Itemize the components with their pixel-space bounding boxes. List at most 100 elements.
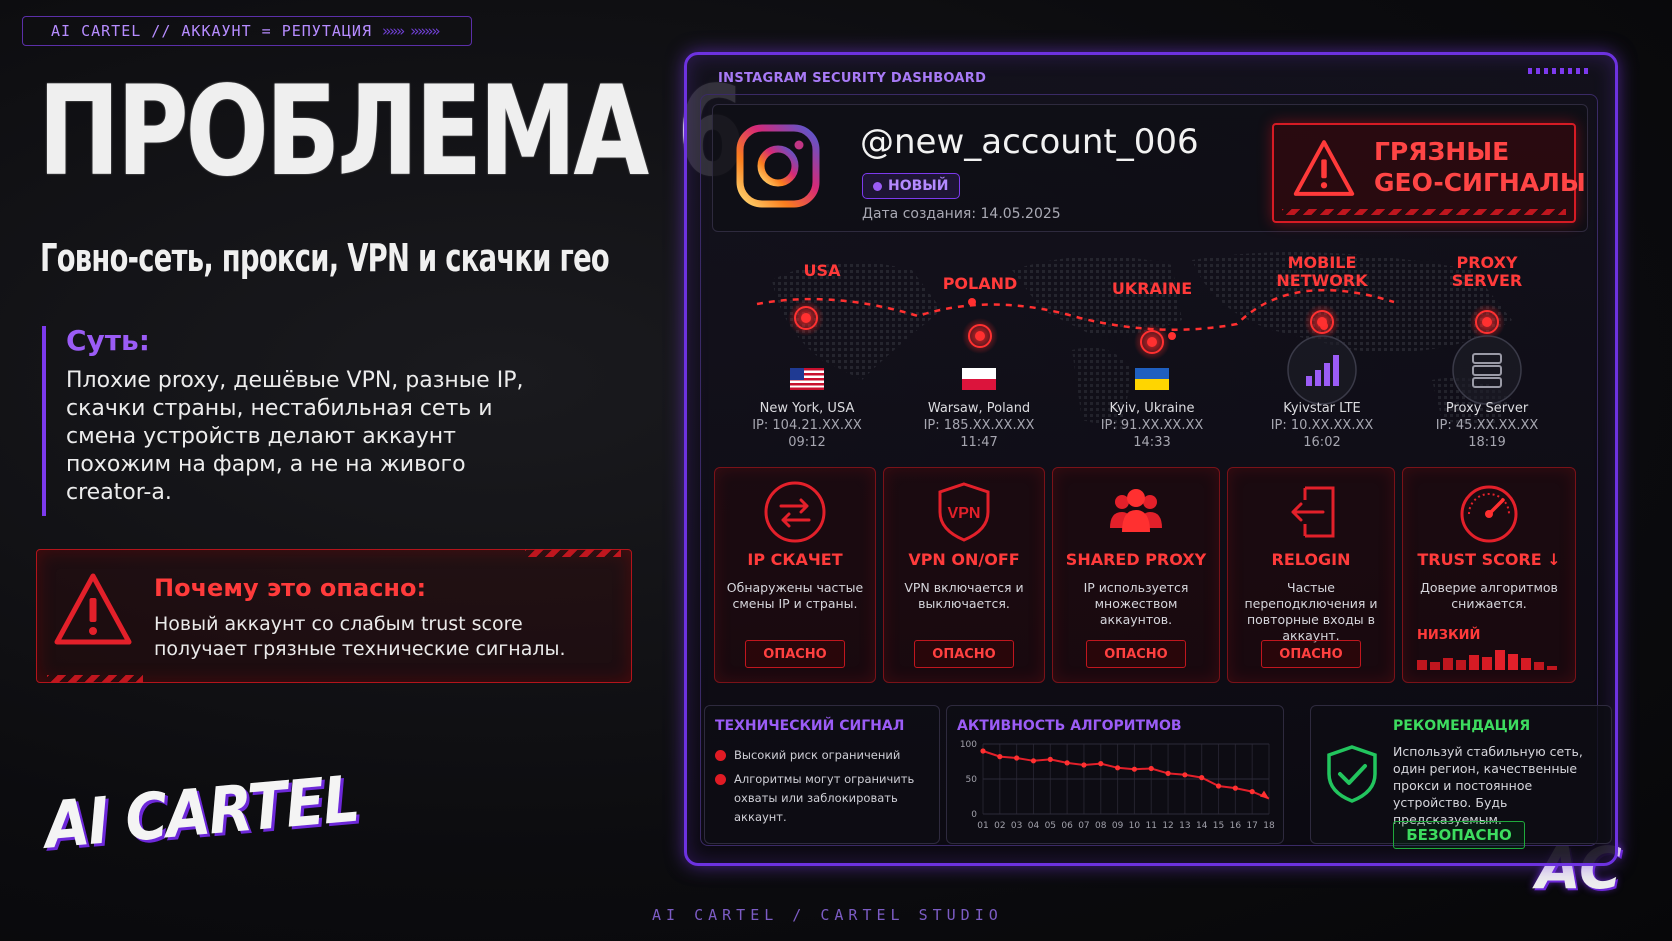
trust-level-label: НИЗКИЙ	[1417, 628, 1481, 643]
target-marker-icon	[1469, 304, 1505, 340]
card-description: Обнаружены частые смены IP и страны.	[726, 580, 864, 611]
x-tick-label: 01	[977, 821, 988, 831]
danger-button[interactable]: ОПАСНО	[745, 640, 845, 668]
node-label: POLAND	[942, 274, 1018, 293]
target-marker-icon	[1304, 304, 1340, 340]
danger-callout	[36, 549, 632, 683]
tagline-text: AI CARTEL // АККАУНТ = РЕПУТАЦИЯ	[51, 22, 372, 40]
data-point	[1114, 765, 1121, 771]
route-node-ukraine: UKRAINE	[1092, 280, 1212, 298]
instagram-icon	[736, 124, 820, 208]
data-point	[1249, 789, 1255, 795]
signal-bars-icon	[1287, 335, 1357, 405]
route-node-proxy: PROXY SERVER	[1427, 254, 1547, 290]
y-tick-label: 0	[971, 810, 977, 820]
geo-alert	[1272, 123, 1576, 223]
dashboard-inner-border	[700, 94, 1598, 846]
data-point	[1215, 783, 1222, 789]
route-node-mobile: MOBILE NETWORK	[1262, 254, 1382, 290]
risk-card-relogin[interactable]: RELOGIN Частые переподключения и повторн…	[1227, 467, 1395, 683]
route-node-poland: POLAND	[920, 275, 1040, 293]
node-ip: IP: 10.XX.XX.XX	[1270, 418, 1374, 433]
danger-text: Новый аккаунт со слабым trust score полу…	[154, 613, 566, 660]
shield-check-icon	[1327, 745, 1377, 803]
node-place: Proxy Server	[1445, 401, 1529, 416]
node-info: Kyivstar LTE IP: 10.XX.XX.XX 16:02	[1247, 400, 1397, 451]
x-tick-label: 06	[1061, 821, 1073, 831]
hazard-stripes	[1282, 209, 1566, 215]
safe-button[interactable]: БЕЗОПАСНО	[1393, 821, 1525, 849]
page-title: ПРОБЛЕМА 6	[38, 60, 745, 204]
risk-card-vpn[interactable]: VPN VPN ON/OFF VPN включается и выключае…	[883, 467, 1045, 683]
flag-usa-icon	[790, 368, 824, 390]
node-place: Warsaw, Poland	[927, 401, 1031, 416]
tech-signal-panel: ТЕХНИЧЕСКИЙ СИГНАЛ Высокий риск ограниче…	[704, 705, 940, 844]
node-ip: IP: 104.21.XX.XX	[752, 418, 862, 433]
x-tick-label: 13	[1179, 821, 1190, 831]
essence-text: Плохие proxy, дешёвые VPN, разные IP, ск…	[66, 368, 524, 505]
x-tick-label: 04	[1028, 821, 1040, 831]
card-title: IP СКАЧЕТ	[747, 550, 843, 569]
data-point	[1182, 772, 1188, 778]
card-description: VPN включается и выключается.	[904, 580, 1024, 611]
risk-card-trust-score[interactable]: TRUST SCORE ↓ Доверие алгоритмов снижает…	[1402, 467, 1576, 683]
x-tick-label: 05	[1045, 821, 1056, 831]
warning-icon	[54, 573, 132, 645]
risk-card-shared-proxy[interactable]: SHARED PROXY IP используется множеством …	[1052, 467, 1220, 683]
data-point	[1232, 785, 1238, 791]
danger-button[interactable]: ОПАСНО	[914, 640, 1014, 668]
geo-alert-text: ГРЯЗНЫЕ GEO-СИГНАЛЫ	[1374, 136, 1586, 198]
recommendation-text: Используй стабильную сеть, один регион, …	[1393, 744, 1583, 827]
panel-title: РЕКОМЕНДАЦИЯ	[1393, 718, 1531, 734]
card-title: SHARED PROXY	[1065, 550, 1207, 569]
recommendation-panel: РЕКОМЕНДАЦИЯ Используй стабильную сеть, …	[1310, 705, 1612, 849]
risk-card-ip-jump[interactable]: IP СКАЧЕТ Обнаружены частые смены IP и с…	[714, 467, 876, 683]
node-place: Kyivstar LTE	[1283, 401, 1361, 416]
signal-item: Высокий риск ограничений	[715, 746, 925, 765]
data-point	[1199, 775, 1205, 781]
panel-title: ТЕХНИЧЕСКИЙ СИГНАЛ	[715, 718, 905, 734]
x-tick-label: 14	[1196, 821, 1208, 831]
series-line	[982, 750, 1270, 800]
red-dot-icon	[715, 774, 726, 785]
node-ip: IP: 45.XX.XX.XX	[1435, 418, 1539, 433]
badge-label: НОВЫЙ	[888, 178, 949, 194]
card-title: RELOGIN	[1271, 550, 1351, 569]
x-tick-label: 10	[1129, 821, 1141, 831]
header-tagline: AI CARTEL // АККАУНТ = РЕПУТАЦИЯ »»» »»»…	[22, 16, 472, 46]
node-info: Warsaw, Poland IP: 185.XX.XX.XX 11:47	[904, 400, 1054, 451]
node-label: UKRAINE	[1111, 279, 1193, 298]
red-dot-icon	[715, 750, 726, 761]
data-point	[1165, 770, 1171, 776]
card-description: Доверие алгоритмов снижается.	[1420, 580, 1558, 611]
data-point	[1098, 761, 1104, 767]
swap-arrows-icon	[764, 481, 826, 543]
danger-button[interactable]: ОПАСНО	[1086, 640, 1186, 668]
essence-accent-bar	[42, 326, 46, 516]
node-time: 18:19	[1468, 435, 1506, 450]
geo-alert-line1: ГРЯЗНЫЕ	[1374, 137, 1510, 166]
data-point	[1014, 755, 1020, 761]
essence-heading: Суть:	[66, 324, 150, 357]
danger-button[interactable]: ОПАСНО	[1261, 640, 1361, 668]
card-description: IP используется множеством аккаунтов.	[1083, 580, 1189, 627]
danger-heading: Почему это опасно:	[154, 574, 427, 602]
target-marker-icon	[962, 318, 998, 354]
page-subtitle: Говно-сеть, прокси, VPN и скачки гео	[40, 236, 610, 280]
dashboard-stripes	[1528, 68, 1588, 74]
node-info: New York, USA IP: 104.21.XX.XX 09:12	[732, 400, 882, 451]
x-tick-label: 15	[1213, 821, 1224, 831]
users-group-icon	[1110, 489, 1162, 532]
node-time: 11:47	[960, 435, 998, 450]
node-info: Kyiv, Ukraine IP: 91.XX.XX.XX 14:33	[1077, 400, 1227, 451]
y-tick-label: 50	[966, 775, 978, 785]
node-label: MOBILE NETWORK	[1276, 253, 1368, 290]
data-point	[997, 754, 1003, 760]
node-ip: IP: 91.XX.XX.XX	[1100, 418, 1204, 433]
data-point	[980, 748, 986, 754]
vpn-shield-icon: VPN	[938, 482, 990, 542]
data-point	[1081, 762, 1087, 768]
node-place: New York, USA	[759, 401, 855, 416]
